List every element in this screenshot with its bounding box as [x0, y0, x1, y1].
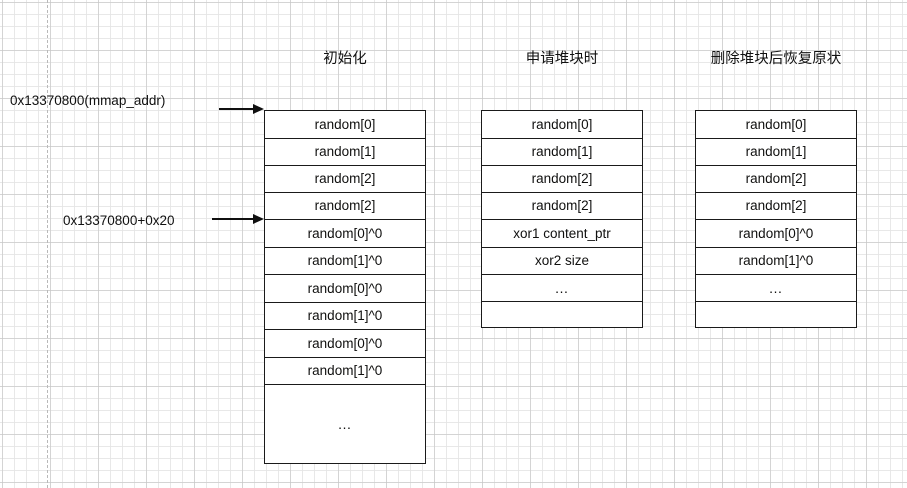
table-row[interactable] — [482, 302, 642, 327]
memory-table-on-alloc: random[0]random[1]random[2]random[2]xor1… — [481, 110, 643, 328]
table-row[interactable]: random[2] — [696, 166, 856, 193]
table-row[interactable]: random[2] — [482, 193, 642, 220]
table-row[interactable]: random[1] — [696, 139, 856, 166]
arrow-head-icon — [253, 214, 264, 224]
column-heading-on-alloc: 申请堆块时 — [525, 51, 599, 67]
table-row[interactable]: random[0] — [482, 111, 642, 139]
table-row[interactable]: xor1 content_ptr — [482, 220, 642, 248]
arrow-shaft — [212, 218, 254, 220]
page-boundary-guide — [47, 0, 48, 488]
pointer-arrow-2 — [212, 214, 264, 224]
table-row[interactable]: random[0]^0 — [265, 330, 425, 358]
table-row[interactable]: random[2] — [265, 193, 425, 220]
table-row[interactable]: random[0] — [696, 111, 856, 139]
table-row[interactable]: random[2] — [482, 166, 642, 193]
arrow-shaft — [219, 108, 254, 110]
address-label-2: 0x13370800+0x20 — [63, 213, 175, 228]
table-row[interactable]: random[2] — [696, 193, 856, 220]
column-heading-init: 初始化 — [323, 51, 367, 67]
table-row[interactable]: … — [482, 275, 642, 302]
table-row[interactable]: random[1] — [265, 139, 425, 166]
column-heading-after-free-restored: 删除堆块后恢复原状 — [710, 51, 842, 67]
table-row[interactable] — [696, 302, 856, 327]
table-row[interactable]: random[2] — [265, 166, 425, 193]
table-row[interactable]: random[1]^0 — [265, 248, 425, 275]
table-row[interactable]: random[1]^0 — [265, 303, 425, 330]
table-row[interactable]: random[1]^0 — [265, 358, 425, 385]
pointer-arrow-1 — [219, 104, 264, 114]
address-label-1: 0x13370800(mmap_addr) — [10, 93, 166, 108]
arrow-head-icon — [253, 104, 264, 114]
table-row[interactable]: random[0] — [265, 111, 425, 139]
table-row[interactable]: … — [696, 275, 856, 302]
table-row[interactable]: random[0]^0 — [696, 220, 856, 248]
memory-table-after-free-restored: random[0]random[1]random[2]random[2]rand… — [695, 110, 857, 328]
table-row[interactable]: … — [337, 416, 353, 432]
table-row[interactable]: random[0]^0 — [265, 220, 425, 248]
table-row[interactable]: random[1]^0 — [696, 248, 856, 275]
table-row[interactable]: random[0]^0 — [265, 275, 425, 303]
memory-table-init: random[0]random[1]random[2]random[2]rand… — [264, 110, 426, 464]
table-row[interactable]: xor2 size — [482, 248, 642, 275]
table-row[interactable]: random[1] — [482, 139, 642, 166]
